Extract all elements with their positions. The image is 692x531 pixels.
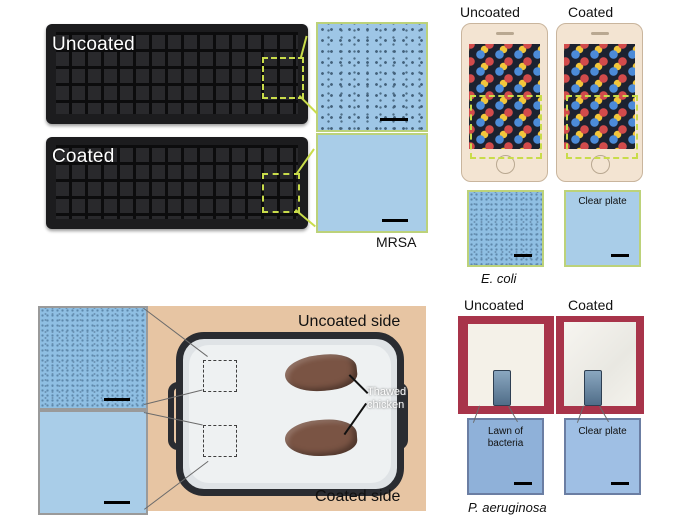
uncoated-keyboard-mrsa-plate <box>316 22 428 132</box>
uncoated-side-label: Uncoated side <box>298 313 401 330</box>
coated-paper-plate: Clear plate <box>564 418 641 495</box>
scale-bar <box>104 501 130 504</box>
uncoated-keyboard-photo <box>46 24 308 124</box>
scale-bar <box>380 118 408 121</box>
chicken-label-line2: chicken <box>367 399 405 411</box>
uncoated-side-plate <box>38 306 148 410</box>
coated-keyboard-label: Coated <box>52 146 115 167</box>
home-button <box>590 155 610 174</box>
paper-coated-label: Coated <box>568 297 614 313</box>
scale-bar <box>611 254 629 257</box>
phone-uncoated-label: Uncoated <box>460 4 520 20</box>
uncoated-sample-vial <box>493 370 511 406</box>
coated-keyboard-photo <box>46 137 308 229</box>
coated-phone-ecoli-plate: Clear plate <box>564 190 641 267</box>
phone-speaker <box>590 32 609 35</box>
lawn-label-line1: Lawn of <box>487 426 524 437</box>
coated-side-plate <box>38 410 148 515</box>
coated-sample-vial <box>584 370 602 406</box>
mrsa-label: MRSA <box>376 234 417 250</box>
cutting-board <box>176 332 404 496</box>
coated-phone-zoom-box <box>566 95 638 159</box>
scale-bar <box>611 482 629 485</box>
uncoated-side-swab-box <box>203 360 237 392</box>
coated-keyboard-zoom-box <box>262 173 300 213</box>
clear-plate-label: Clear plate <box>578 196 627 207</box>
coated-keyboard-mrsa-plate <box>316 133 428 233</box>
uncoated-phone-zoom-box <box>470 95 542 159</box>
scale-bar <box>514 254 532 257</box>
chicken-label-line1: Thawed <box>367 386 407 398</box>
uncoated-keyboard-label: Uncoated <box>52 34 135 55</box>
coated-side-label: Coated side <box>315 488 401 505</box>
phone-coated-label: Coated <box>568 4 614 20</box>
clear-plate-label: Clear plate <box>578 426 627 437</box>
paper-uncoated-label: Uncoated <box>464 297 524 313</box>
scale-bar <box>382 219 408 222</box>
p-aeruginosa-label: P. aeruginosa <box>468 500 547 515</box>
chicken-label: Thawed chicken <box>367 386 406 412</box>
uncoated-phone-ecoli-plate <box>467 190 544 267</box>
phone-speaker <box>495 32 514 35</box>
home-button <box>495 155 515 174</box>
uncoated-paper-plate: Lawn of bacteria <box>467 418 544 495</box>
lawn-of-bacteria-label: Lawn of bacteria <box>469 426 542 450</box>
coated-side-swab-box <box>203 425 237 457</box>
scale-bar <box>104 398 130 401</box>
uncoated-keyboard-zoom-box <box>262 57 304 99</box>
ecoli-label: E. coli <box>481 271 517 286</box>
scale-bar <box>514 482 532 485</box>
lawn-label-line2: bacteria <box>487 438 524 449</box>
